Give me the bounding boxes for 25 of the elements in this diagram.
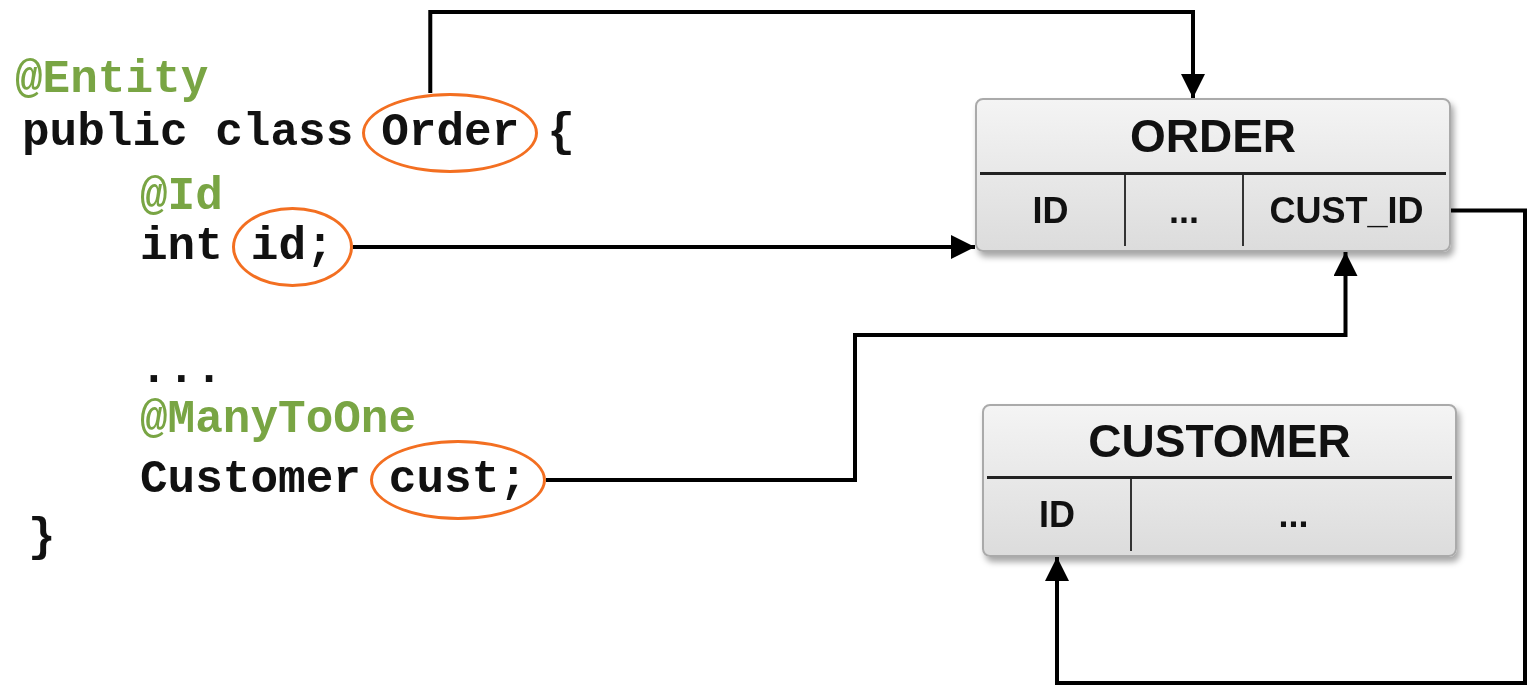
arrow bbox=[352, 235, 975, 259]
highlight-ellipse: Order bbox=[362, 93, 539, 173]
code-text: } bbox=[28, 515, 56, 561]
column-cell: ID bbox=[984, 479, 1130, 551]
highlight-ellipse: id; bbox=[231, 207, 353, 287]
arrow bbox=[545, 252, 1358, 482]
database-table bbox=[982, 404, 1457, 557]
annotation-text: @Id bbox=[140, 174, 223, 220]
arrow bbox=[1045, 208, 1527, 685]
column-cell: ... bbox=[1130, 479, 1455, 551]
column-cell: ID bbox=[977, 175, 1124, 246]
table-name: CUSTOMER bbox=[1088, 414, 1351, 468]
code-text: { bbox=[547, 110, 575, 156]
code-text: int bbox=[140, 224, 223, 270]
column-cell: ... bbox=[1124, 175, 1242, 246]
column-cell: CUST_ID bbox=[1242, 175, 1449, 246]
arrow bbox=[428, 10, 1205, 98]
annotation-text: @Entity bbox=[15, 57, 209, 103]
code-text: Customer bbox=[140, 457, 361, 503]
highlight-ellipse: cust; bbox=[369, 440, 546, 520]
code-text: public class bbox=[22, 110, 354, 156]
annotation-text: @ManyToOne bbox=[140, 397, 417, 443]
code-text: ... bbox=[140, 347, 223, 393]
table-name: ORDER bbox=[1129, 109, 1297, 163]
database-table bbox=[975, 98, 1451, 252]
